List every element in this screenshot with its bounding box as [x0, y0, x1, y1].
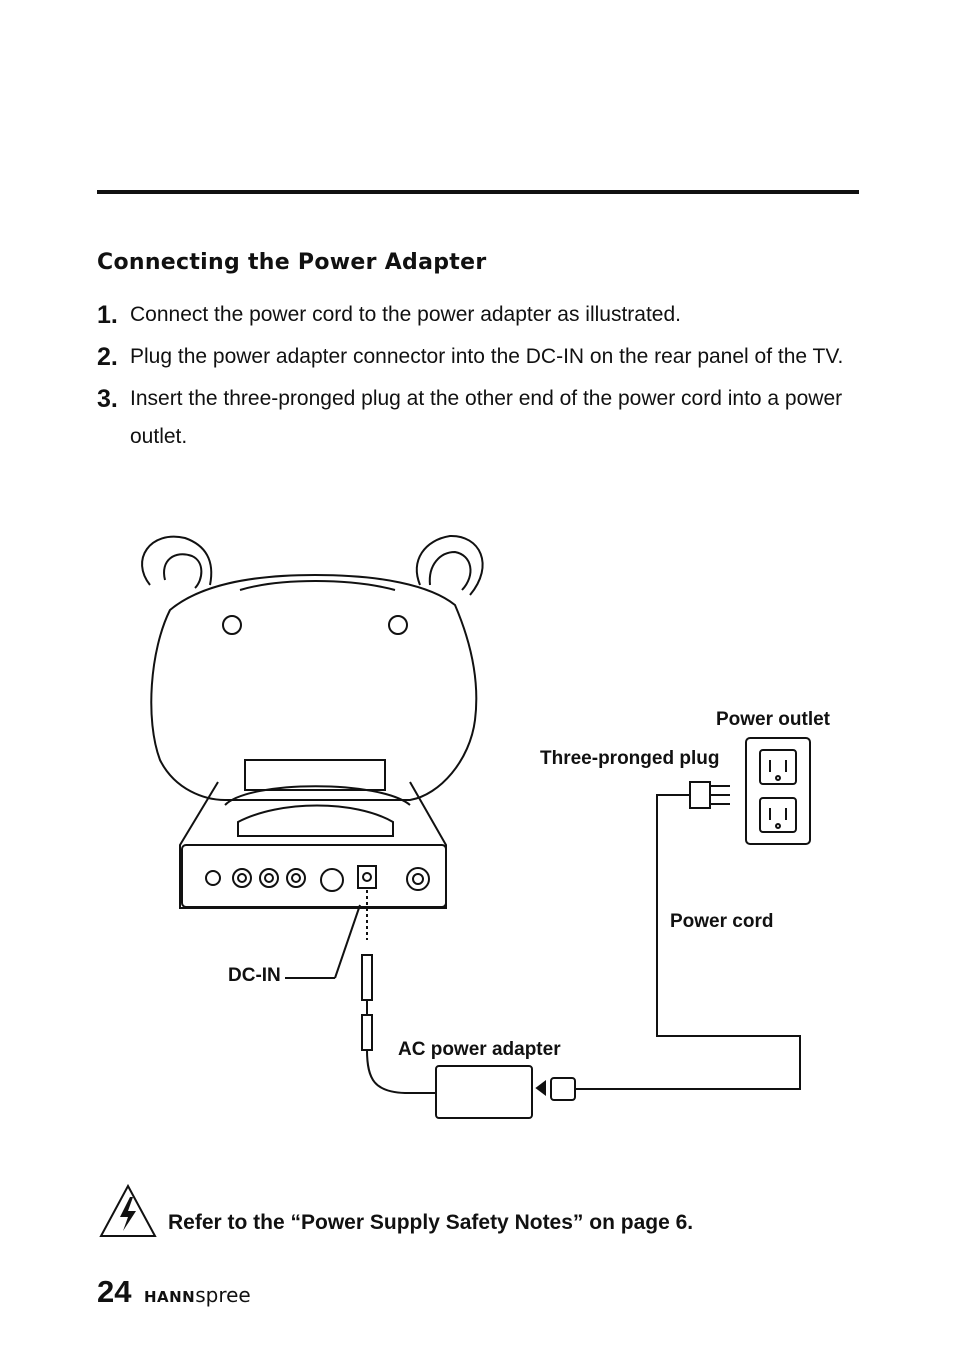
ac-adapter-box [435, 1065, 533, 1119]
step-text: Connect the power cord to the power adap… [130, 303, 681, 326]
brand-logo: HANNspree [144, 1283, 251, 1307]
step-2: 2. Plug the power adapter connector into… [97, 338, 862, 376]
brand-logo-light: spree [195, 1283, 251, 1307]
brand-logo-bold: HANN [143, 1288, 196, 1306]
section-title: Connecting the Power Adapter [97, 250, 487, 275]
rear-panel-zoom [181, 844, 447, 908]
safety-note: Refer to the “Power Supply Safety Notes”… [98, 1183, 878, 1243]
high-voltage-warning-icon [99, 1183, 157, 1237]
label-ac-power-adapter: AC power adapter [398, 1039, 561, 1060]
step-number: 1. [97, 301, 118, 329]
safety-note-text: Refer to the “Power Supply Safety Notes”… [168, 1211, 694, 1234]
page-footer: 24 HANNspree [97, 1274, 251, 1314]
step-3: 3. Insert the three-pronged plug at the … [97, 380, 862, 456]
step-number: 2. [97, 343, 118, 371]
instruction-list: 1. Connect the power cord to the power a… [97, 296, 862, 460]
label-three-pronged-plug: Three-pronged plug [540, 748, 719, 769]
tv-rear-illustration [141, 534, 484, 909]
header-rule [97, 190, 859, 194]
step-text: Insert the three-pronged plug at the oth… [130, 387, 843, 448]
page-number: 24 [97, 1274, 132, 1309]
step-number: 3. [97, 385, 118, 413]
label-power-cord: Power cord [670, 911, 773, 932]
label-dc-in: DC-IN [228, 965, 281, 986]
wall-outlet [745, 737, 811, 845]
connection-diagram: Power outlet Three-pronged plug Power co… [141, 534, 831, 1119]
step-1: 1. Connect the power cord to the power a… [97, 296, 862, 334]
dc-in-port [357, 865, 377, 889]
label-power-outlet: Power outlet [716, 709, 831, 730]
step-text: Plug the power adapter connector into th… [130, 345, 844, 368]
